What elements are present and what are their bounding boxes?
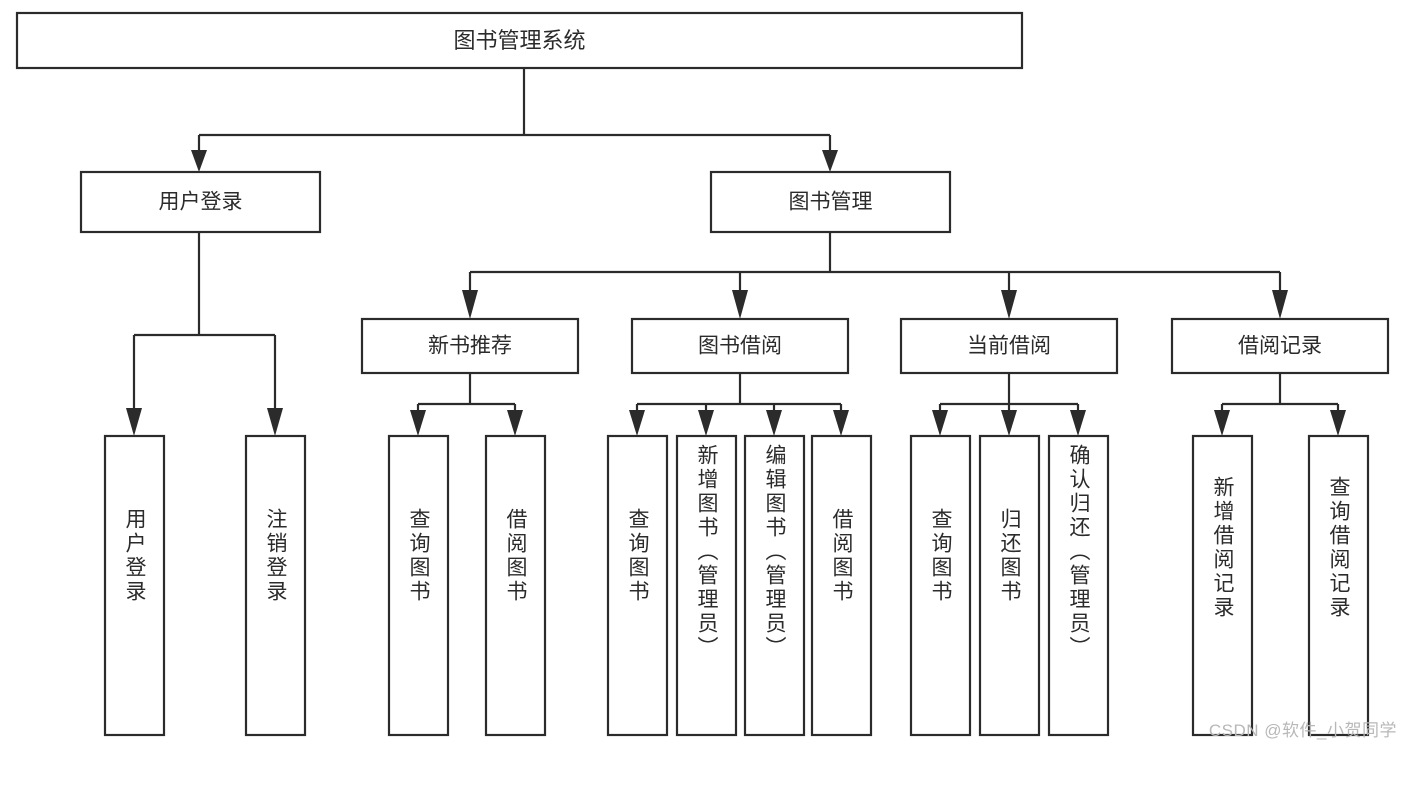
- node-new-book-recommend[interactable]: 新书推荐: [360, 317, 580, 375]
- leaf-box-book-borrow-1[interactable]: [606, 434, 669, 737]
- leaf-box-borrow-record-2[interactable]: [1307, 434, 1370, 737]
- arrowhead-borrow-record-leaf2: [1330, 410, 1346, 436]
- node-root[interactable]: 图书管理系统: [15, 11, 1024, 70]
- node-borrow-record-box[interactable]: [1170, 317, 1390, 375]
- arrowhead-borrow-record-leaf1: [1214, 410, 1230, 436]
- leaf-box-new-book-1[interactable]: [387, 434, 450, 737]
- node-current-borrow[interactable]: 当前借阅: [899, 317, 1119, 375]
- csdn-watermark: CSDN @软件_小贺同学: [1208, 721, 1397, 740]
- leaf-box-book-borrow-2[interactable]: [675, 434, 738, 737]
- node-borrow-record[interactable]: 借阅记录: [1170, 317, 1390, 375]
- arrowhead-book-borrow-leaf4: [833, 410, 849, 436]
- arrowhead-book-borrow-leaf1: [629, 410, 645, 436]
- node-book-management[interactable]: 图书管理: [709, 170, 952, 234]
- edge-user-login-to-leaves: [126, 232, 283, 436]
- edge-root-to-level2: [191, 68, 838, 172]
- node-current-borrow-box[interactable]: [899, 317, 1119, 375]
- leaf-box-book-borrow-4[interactable]: [810, 434, 873, 737]
- edge-borrow-record-to-leaves: [1214, 373, 1346, 436]
- node-user-login[interactable]: 用户登录: [79, 170, 322, 234]
- leaf-box-current-borrow-1[interactable]: [909, 434, 972, 737]
- node-user-login-box[interactable]: [79, 170, 322, 234]
- arrowhead-new-book-leaf1: [410, 410, 426, 436]
- diagram-canvas: 图书管理系统 用户登录 图书管理: [15, 11, 1397, 740]
- arrowhead-new-book-leaf2: [507, 410, 523, 436]
- node-user-login-label: 用户登录: [159, 191, 243, 214]
- leaf-box-current-borrow-3[interactable]: [1047, 434, 1110, 737]
- arrowhead-current-borrow-leaf2: [1001, 410, 1017, 436]
- leaf-box-user-login-1[interactable]: [103, 434, 166, 737]
- arrowhead-user-login-leaf1: [126, 408, 142, 436]
- node-new-book-recommend-label: 新书推荐: [428, 335, 512, 358]
- node-book-management-box[interactable]: [709, 170, 952, 234]
- arrowhead-book-mgmt: [822, 150, 838, 172]
- leaf-box-user-login-2[interactable]: [244, 434, 307, 737]
- leaf-box-borrow-record-1[interactable]: [1191, 434, 1254, 737]
- arrowhead-book-borrow-leaf3: [766, 410, 782, 436]
- node-book-borrow[interactable]: 图书借阅: [630, 317, 850, 375]
- leaf-box-new-book-2[interactable]: [484, 434, 547, 737]
- arrowhead-current-borrow-leaf1: [932, 410, 948, 436]
- arrowhead-borrow-record: [1272, 290, 1288, 319]
- node-root-box[interactable]: [15, 11, 1024, 70]
- node-book-management-label: 图书管理: [789, 191, 873, 214]
- arrowhead-user-login-leaf2: [267, 408, 283, 436]
- arrowhead-current-borrow-leaf3: [1070, 410, 1086, 436]
- arrowhead-book-borrow: [732, 290, 748, 319]
- tree-diagram-svg: 图书管理系统 用户登录 图书管理: [15, 11, 1390, 737]
- arrowhead-user-login: [191, 150, 207, 172]
- node-borrow-record-label: 借阅记录: [1238, 335, 1322, 358]
- node-book-borrow-label: 图书借阅: [698, 335, 782, 358]
- leaf-box-book-borrow-3[interactable]: [743, 434, 806, 737]
- arrowhead-new-book: [462, 290, 478, 319]
- node-book-borrow-box[interactable]: [630, 317, 850, 375]
- node-current-borrow-label: 当前借阅: [967, 335, 1051, 358]
- edge-new-book-to-leaves: [410, 373, 523, 436]
- arrowhead-current-borrow: [1001, 290, 1017, 319]
- arrowhead-book-borrow-leaf2: [698, 410, 714, 436]
- edge-current-borrow-to-leaves: [932, 373, 1086, 436]
- edge-book-mgmt-to-level3: [462, 232, 1288, 319]
- node-root-label: 图书管理系统: [453, 28, 585, 53]
- node-new-book-recommend-box[interactable]: [360, 317, 580, 375]
- leaf-box-current-borrow-2[interactable]: [978, 434, 1041, 737]
- edge-book-borrow-to-leaves: [629, 373, 849, 436]
